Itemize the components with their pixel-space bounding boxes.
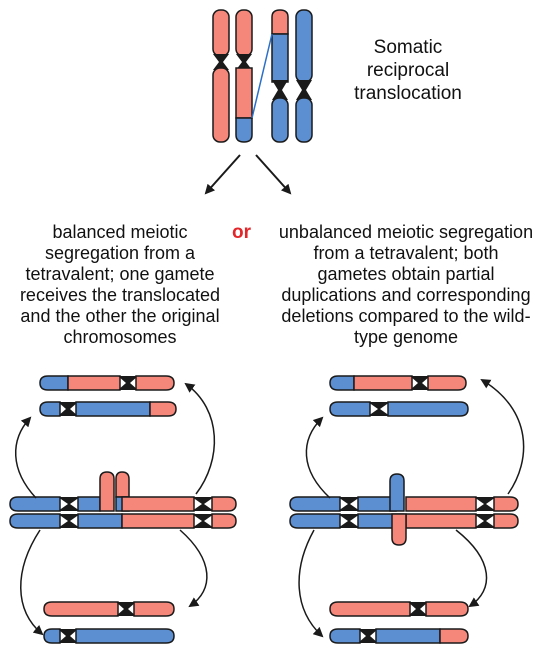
balanced-line-6: chromosomes [63,327,177,347]
balanced-gamete-top-2 [39,401,177,417]
balanced-panel [9,375,237,644]
title-line-1: Somatic [373,37,443,58]
unbalanced-arrow-lower-right [455,529,488,608]
balanced-gamete-bottom-1 [43,601,175,617]
title-line-2: reciprocal [366,60,450,81]
or-connector: or [232,222,251,243]
balanced-line-4: receives the translocated [19,285,221,305]
balanced-tetravalent [9,471,237,529]
balanced-line-5: and the other the original [20,306,220,326]
arrow-to-unbalanced [255,154,292,195]
balanced-gamete-bottom-2 [43,628,175,644]
unbalanced-line-6: type genome [353,327,459,347]
unbalanced-gamete-bottom-1 [329,601,469,617]
balanced-line-1: balanced meiotic [52,222,188,242]
unbalanced-line-1: unbalanced meiotic segregation [278,222,534,242]
title-line-3: translocation [354,83,462,104]
translocation-link [251,33,273,119]
balanced-line-2: segregation from a [44,243,196,263]
unbalanced-line-5: deletions compared to the wild- [281,306,531,326]
chromosome-2 [235,9,253,143]
unbalanced-tetravalent [289,473,519,546]
unbalanced-gamete-top-1 [329,375,467,391]
unbalanced-description: unbalanced meiotic segregation from a te… [262,222,550,348]
unbalanced-arrow-upper-left [305,416,331,499]
balanced-arrow-lower-right [179,529,208,608]
unbalanced-arrow-lower-left [298,529,324,638]
top-chromosome-set [212,9,313,143]
unbalanced-line-2: from a tetravalent; both [313,243,499,263]
balanced-arrow-upper-left [15,416,37,499]
unbalanced-gamete-top-2 [329,401,469,417]
chromosome-1 [212,9,230,143]
balanced-line-3: tetravalent; one gamete [25,264,215,284]
unbalanced-arrow-upper-right [480,378,525,495]
unbalanced-gamete-bottom-2 [329,628,469,644]
arrow-to-balanced [204,154,241,195]
balanced-gamete-top-1 [39,375,175,391]
unbalanced-panel [289,375,525,644]
chromosome-3 [271,9,289,143]
unbalanced-line-4: duplications and corresponding [281,285,531,305]
balanced-arrow-upper-right [184,382,215,495]
chromosome-4 [295,9,313,143]
title-label: Somatic reciprocal translocation [338,36,478,105]
balanced-description: balanced meiotic segregation from a tetr… [0,222,240,348]
unbalanced-line-3: gametes obtain partial [317,264,495,284]
balanced-arrow-lower-left [20,529,44,636]
